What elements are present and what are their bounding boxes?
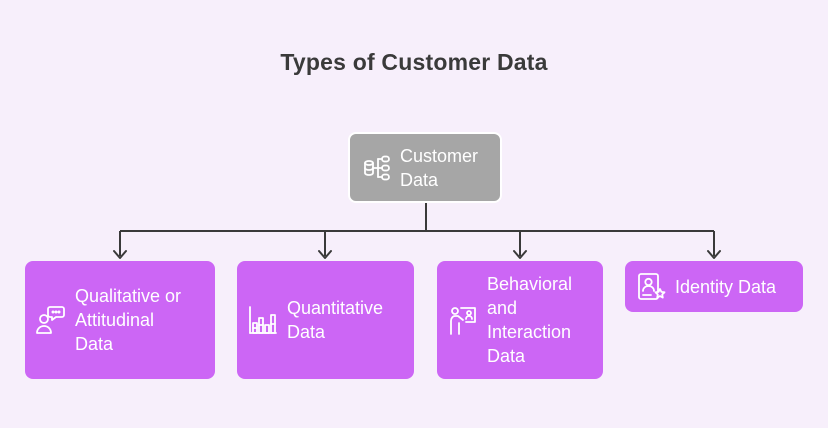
node-behavioral-data: Behavioral and Interaction Data: [437, 261, 603, 379]
node-qualitative-data: Qualitative or Attitudinal Data: [25, 261, 215, 379]
node-identity-label: Identity Data: [675, 276, 777, 297]
person-speech-icon: [35, 304, 67, 336]
root-node-customer-data: Customer Data: [348, 132, 502, 203]
node-identity-data: Identity Data: [625, 261, 803, 312]
database-tree-icon: [362, 152, 394, 184]
id-badge-icon: [635, 271, 667, 303]
presenter-board-icon: [447, 304, 479, 336]
arrow-head-1: [113, 250, 127, 259]
diagram-title: Types of Customer Data: [280, 49, 548, 75]
root-node-label: Customer Data: [400, 145, 479, 190]
node-behavioral-label: Behavioral and Interaction Data: [487, 274, 573, 366]
arrow-head-4: [707, 250, 721, 259]
arrow-head-3: [513, 250, 527, 259]
bar-chart-icon: [247, 304, 279, 336]
arrow-head-2: [318, 250, 332, 259]
node-qualitative-label: Qualitative or Attitudinal Data: [75, 286, 182, 354]
node-quantitative-label: Quantitative Data: [287, 298, 384, 342]
node-quantitative-data: Quantitative Data: [237, 261, 414, 379]
